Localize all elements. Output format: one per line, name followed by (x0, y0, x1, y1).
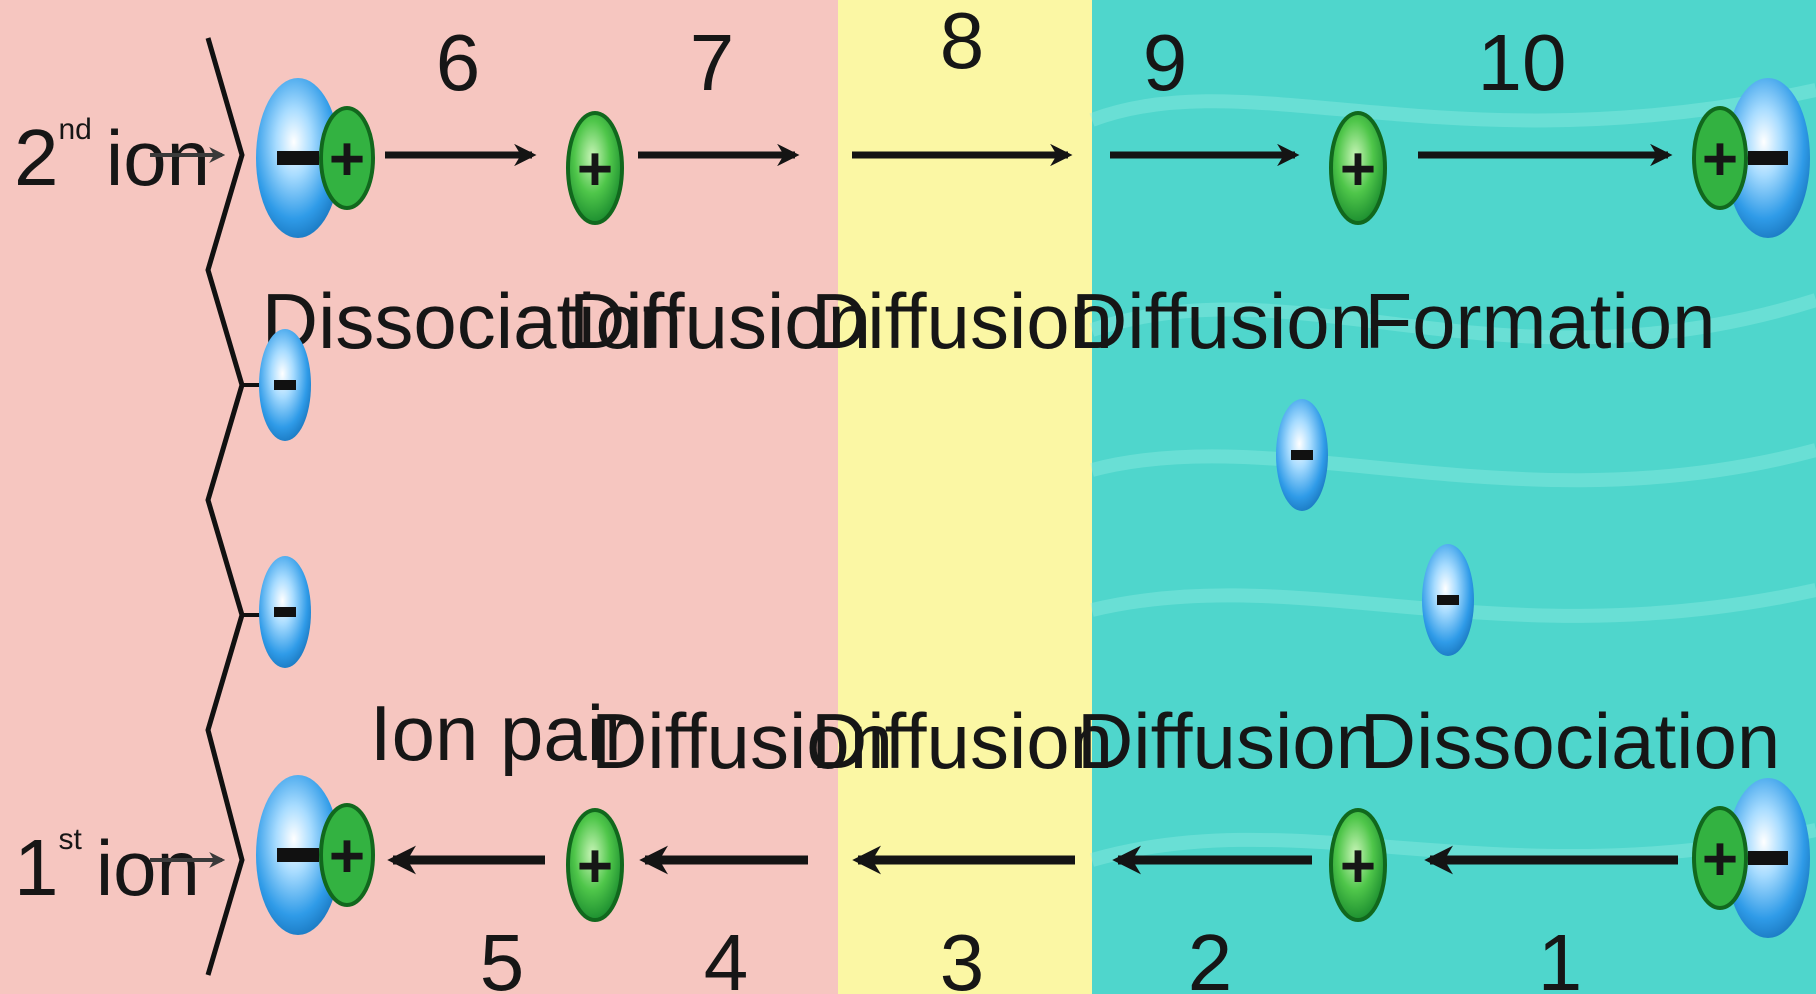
step-number-3: 3 (940, 918, 985, 994)
step-number-4: 4 (704, 918, 749, 994)
ion-pair-bottom-electrode: + (256, 775, 375, 935)
minus-sign (1748, 151, 1788, 165)
step-label-dissociation-bottom: Dissociation (1360, 697, 1781, 785)
plus-sign: + (1702, 125, 1738, 194)
step-number-2: 2 (1188, 918, 1233, 994)
step-label-diffusion-7: Diffusion (569, 277, 871, 365)
plus-sign: + (1340, 832, 1376, 901)
cation (319, 106, 375, 210)
water-waves (1089, 83, 1816, 867)
cation (1692, 806, 1748, 910)
adsorbed-anion-1 (259, 329, 311, 441)
ion-pair-bottom-right: + (1692, 778, 1810, 938)
cation (319, 803, 375, 907)
free-cation-top-left: + (566, 111, 624, 225)
free-cation-bottom-right: + (1329, 808, 1387, 922)
plus-sign: + (577, 135, 613, 204)
free-cation-bottom-left: + (566, 808, 624, 922)
middle-region (838, 0, 1092, 994)
step-label-formation: Formation (1364, 277, 1715, 365)
ion-pair-top-electrode: + (256, 78, 375, 238)
ion-pair-top-right: + (1692, 78, 1810, 238)
left-region (0, 0, 838, 994)
free-anion-2 (1422, 544, 1474, 656)
step-label-diffusion-4: Diffusion (591, 697, 893, 785)
step-label-diffusion-3: Diffusion (811, 697, 1113, 785)
free-anion-1 (1276, 399, 1328, 511)
step-label-dissociation-top: Dissociation (262, 277, 683, 365)
step-number-10: 10 (1478, 18, 1567, 107)
plus-sign: + (577, 832, 613, 901)
free-cation-top-right: + (1329, 111, 1387, 225)
step-number-8: 8 (940, 0, 985, 85)
step-label-ion-pair: Ion pair (370, 689, 630, 777)
step-number-9: 9 (1143, 18, 1188, 107)
minus-sign (277, 848, 319, 862)
plus-sign: + (1702, 825, 1738, 894)
plus-sign: + (329, 125, 365, 194)
step-number-5: 5 (480, 918, 525, 994)
adsorbed-anion-2 (259, 556, 311, 668)
step-number-1: 1 (1538, 918, 1583, 994)
step-number-6: 6 (436, 18, 481, 107)
cation (1692, 106, 1748, 210)
step-label-diffusion-9: Diffusion (1071, 277, 1373, 365)
step-label-diffusion-8: Diffusion (811, 277, 1113, 365)
electrode-surface (205, 37, 245, 976)
step-label-diffusion-2: Diffusion (1077, 697, 1379, 785)
minus-sign (1748, 851, 1788, 865)
plus-sign: + (329, 822, 365, 891)
minus-sign (277, 151, 319, 165)
plus-sign: + (1340, 135, 1376, 204)
step-number-7: 7 (690, 18, 735, 107)
